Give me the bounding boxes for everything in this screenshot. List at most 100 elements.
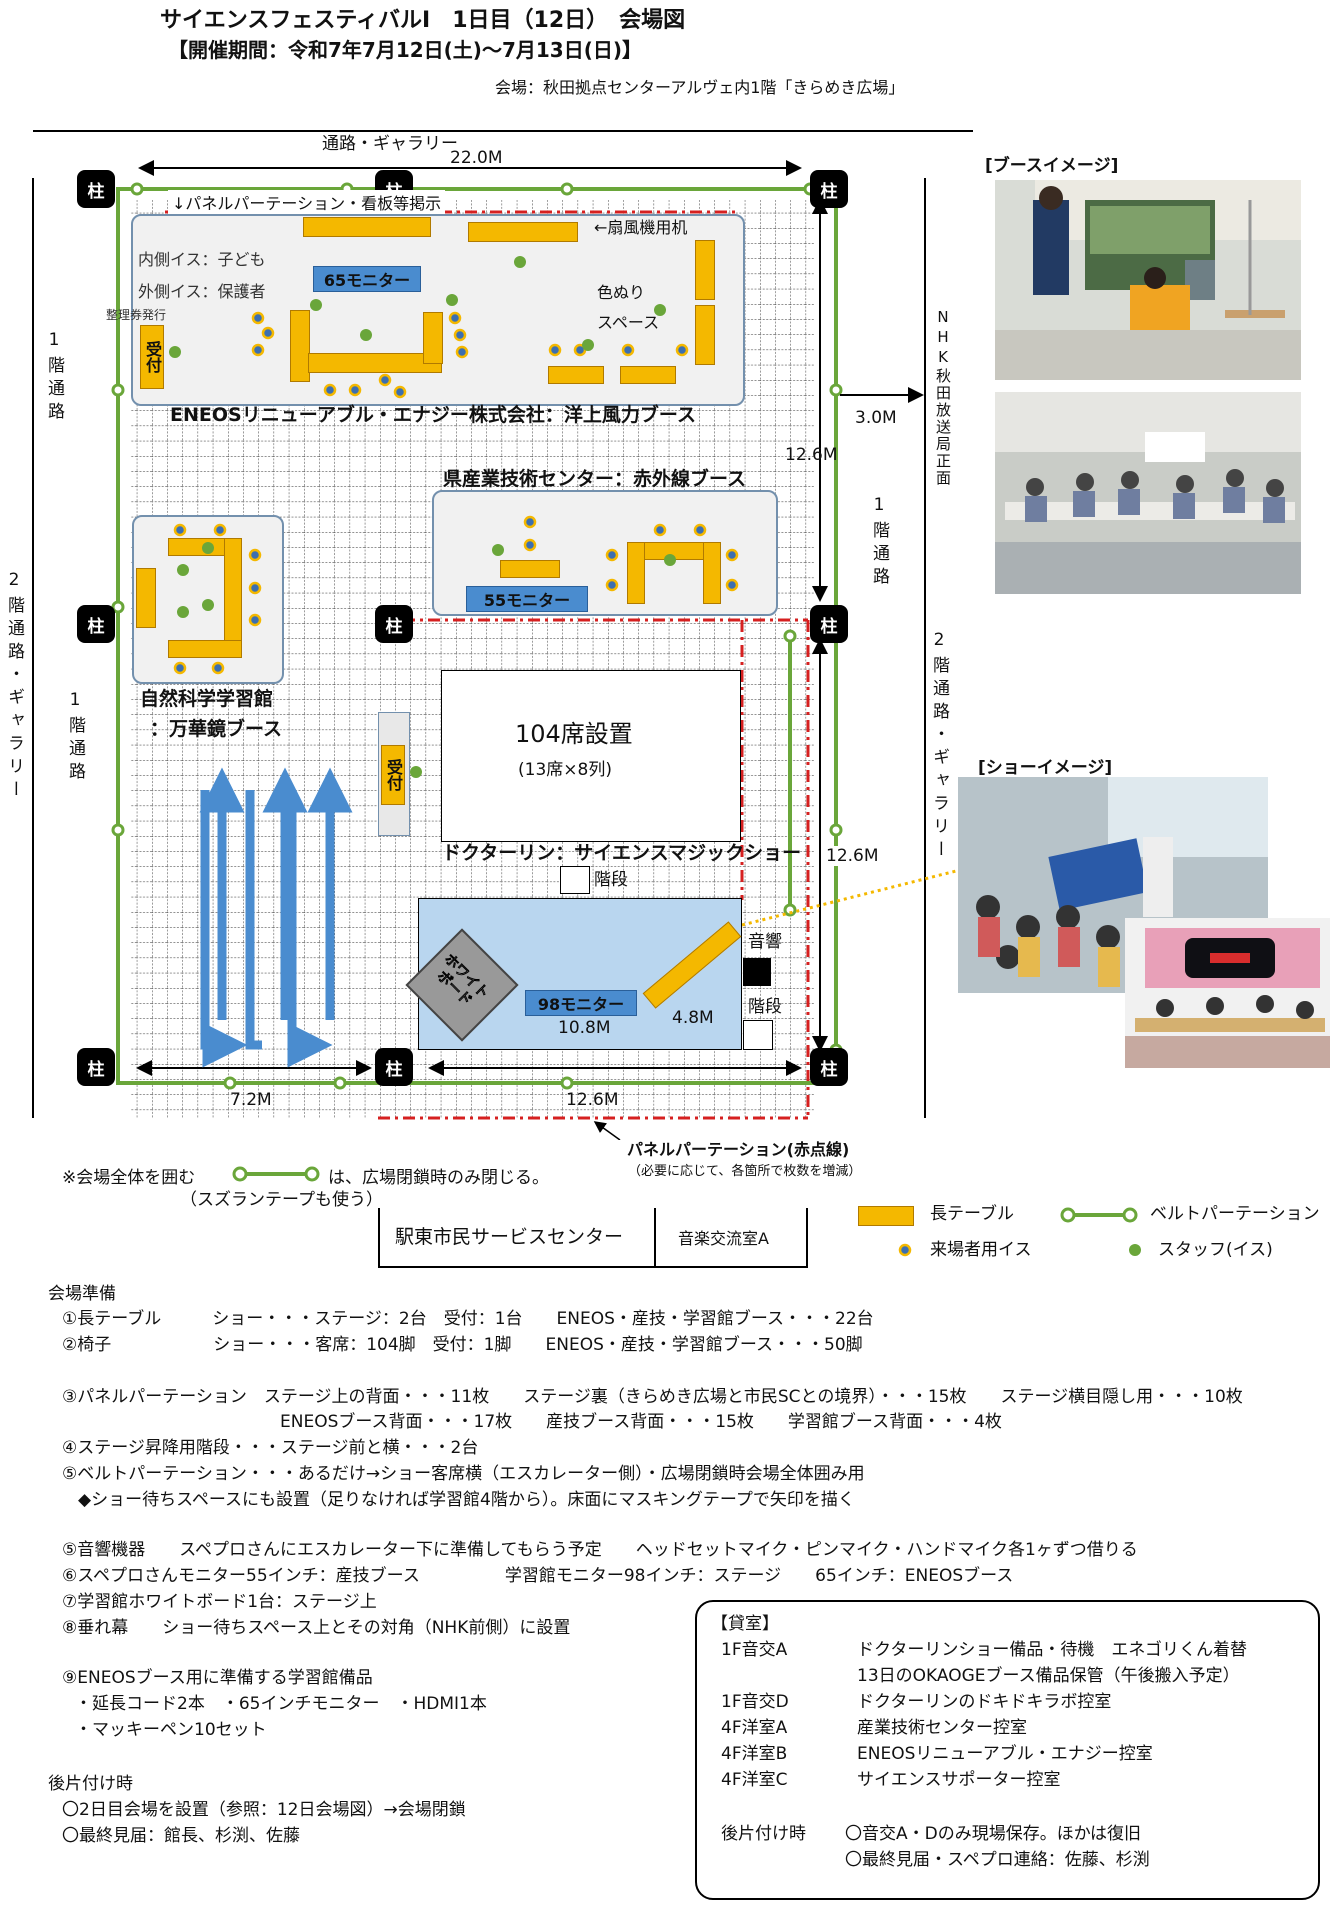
prep-line-11: ⑧垂れ幕 ショー待ちスペース上とその対角（NHK前側）に設置 xyxy=(62,1618,571,1638)
prep-line-3: ③パネルパーテーション ステージ上の背面・・・11枚 ステージ裏（きらめき広場と… xyxy=(62,1387,1243,1407)
long-table xyxy=(703,542,721,604)
queue-arrows xyxy=(199,767,353,1068)
dim-22m-label: 22.0M xyxy=(450,148,503,168)
corridor-2f-right: 2階通路・ギャラリー xyxy=(929,630,949,863)
long-table xyxy=(627,542,645,604)
show-image-title: [ショーイメージ] xyxy=(978,758,1113,778)
eneos-inner-chairs: 内側イス：子ども xyxy=(138,250,266,269)
room-bottom-line xyxy=(378,1266,808,1268)
prep-line-9: ⑥スペプロさんモニター55インチ：産技ブース 学習館モニター98インチ：ステージ… xyxy=(62,1566,1014,1586)
long-table xyxy=(620,366,676,384)
dim-126m-label-lower: 12.6M xyxy=(826,846,879,867)
long-table xyxy=(695,240,715,300)
prep-line-13: ・延長コード2本 ・65インチモニター ・HDMI1本 xyxy=(75,1694,487,1714)
corridor-2f-left: 2階通路・ギャラリー xyxy=(4,570,24,803)
corridor-1f-left-top: 1階通路 xyxy=(44,330,64,425)
sound-equipment xyxy=(743,958,771,986)
museum-booth-name-2: ：万華鏡ブース xyxy=(150,718,283,740)
stairs-side-label: 階段 xyxy=(748,997,782,1017)
pillar-mc: 柱 xyxy=(375,605,413,643)
rental-room-6: 4F洋室C xyxy=(721,1770,788,1790)
prep-line-5: ④ステージ昇降用階段・・・ステージ前と横・・・2台 xyxy=(62,1438,479,1458)
prep-line-8: ⑤音響機器 スペプロさんにエスカレーター下に準備してもらう予定 ヘッドセットマイ… xyxy=(62,1540,1138,1560)
panel-note-sub: （必要に応じて、各箇所で枚数を増減） xyxy=(628,1164,862,1179)
after-line-2: 〇最終見届：館長、杉渕、佐藤 xyxy=(62,1826,300,1846)
eneos-reception: 受付 xyxy=(140,325,164,389)
booth-photo-1 xyxy=(995,180,1301,380)
legend-table-swatch xyxy=(858,1206,914,1226)
show-name: ドクターリン：サイエンスマジックショー xyxy=(442,842,802,864)
eneos-booth xyxy=(131,214,745,406)
rental-use-4: 産業技術センター控室 xyxy=(857,1718,1027,1738)
rental-room-1: 1F音交A xyxy=(721,1640,788,1660)
panel-note-top: ↓パネルパーテーション・看板等掲示 xyxy=(168,190,446,214)
long-table xyxy=(500,560,560,578)
prep-line-2: ②椅子 ショー・・・客席：104脚 受付：1脚 ENEOS・産技・学習館ブース・… xyxy=(62,1335,863,1355)
room-divider-left xyxy=(378,1208,380,1268)
corridor-1f-right: 1階通路 xyxy=(869,495,889,590)
dim-108m-label: 10.8M xyxy=(558,1018,611,1038)
dim-3m-label: 3.0M xyxy=(855,408,897,428)
rental-box: 【貸室】 1F音交A ドクターリンショー備品・待機 エネゴリくん着替 13日のO… xyxy=(695,1600,1320,1900)
museum-booth-name-1: 自然科学学習館 xyxy=(140,688,274,710)
legend-long-table: 長テーブル xyxy=(930,1204,1014,1224)
stairs-front-label: 階段 xyxy=(594,870,628,890)
booth-photo-2 xyxy=(995,392,1301,594)
rental-after-2: 〇最終見届・スペプロ連絡：佐藤、杉渕 xyxy=(845,1850,1150,1870)
legend-staff-chair: スタッフ(イス) xyxy=(1158,1240,1273,1260)
fan-note: ←扇風機用机 xyxy=(594,218,688,237)
chair-dots xyxy=(169,256,739,778)
legend-visitor-chair: 来場者用イス xyxy=(930,1240,1032,1260)
booth-image-title: [ブースイメージ] xyxy=(985,156,1119,176)
room-divider-mid xyxy=(654,1208,656,1268)
dim-126m-label-upper: 12.6M xyxy=(785,445,838,465)
rental-use-2: 13日のOKAOGEブース備品保管（午後搬入予定） xyxy=(857,1666,1240,1686)
pillar-tr: 柱 xyxy=(810,170,848,208)
top-line xyxy=(33,130,973,132)
dim-126m-label-bottom: 12.6M xyxy=(566,1090,619,1110)
venue: 会場：秋田拠点センターアルヴェ内1階「きらめき広場」 xyxy=(495,78,905,97)
sound-label: 音響 xyxy=(748,932,782,952)
show-reception: 受付 xyxy=(381,745,405,805)
dim-72m-label: 7.2M xyxy=(230,1090,272,1110)
prep-line-4: ENEOSブース背面・・・17枚 産技ブース背面・・・15枚 学習館ブース背面・… xyxy=(280,1412,1002,1432)
seat-layout: (13席×8列) xyxy=(518,760,612,780)
rental-room-3: 1F音交D xyxy=(721,1692,789,1712)
rental-use-1: ドクターリンショー備品・待機 エネゴリくん着替 xyxy=(857,1640,1247,1660)
tech-booth-name: 県産業技術センター：赤外線ブース xyxy=(443,468,747,490)
room-east-center: 駅東市民サービスセンター xyxy=(395,1226,624,1248)
rental-use-6: サイエンスサポーター控室 xyxy=(857,1770,1061,1790)
room-divider-right xyxy=(806,1208,808,1268)
ticket-issue: 整理券発行 xyxy=(106,308,167,322)
legend-staff-chair-icon xyxy=(1129,1244,1141,1256)
rental-room-5: 4F洋室B xyxy=(721,1744,788,1764)
pillar-bl: 柱 xyxy=(77,1048,115,1086)
belt-note-3: （スズランテープも使う） xyxy=(180,1190,383,1210)
seat-count: 104席設置 xyxy=(515,720,633,748)
pillar-mr: 柱 xyxy=(810,605,848,643)
coloring-space-2: スペース xyxy=(597,313,660,332)
long-table xyxy=(423,312,443,364)
pillar-br: 柱 xyxy=(810,1048,848,1086)
dim-48m-label: 4.8M xyxy=(672,1008,714,1028)
panel-callout-arrow xyxy=(593,1121,621,1140)
legend-visitor-chair-icon xyxy=(898,1243,912,1257)
long-table xyxy=(290,310,310,382)
prep-line-6: ⑤ベルトパーテーション・・・あるだけ→ショー客席横（エスカレーター側）・広場閉鎖… xyxy=(62,1464,865,1484)
prep-line-1: ①長テーブル ショー・・・ステージ：2台 受付：1台 ENEOS・産技・学習館ブ… xyxy=(62,1309,874,1329)
eneos-outer-chairs: 外側イス：保護者 xyxy=(138,282,266,301)
show-photo-2 xyxy=(1125,918,1330,1068)
stairs-front xyxy=(560,866,590,894)
page-title: サイエンスフェスティバルⅠ 1日目（12日） 会場図 xyxy=(160,8,686,33)
rental-title: 【貸室】 xyxy=(711,1614,779,1634)
prep-line-7: ◆ショー待ちスペースにも設置（足りなければ学習館4階から）。床面にマスキングテー… xyxy=(78,1490,855,1510)
rental-use-5: ENEOSリニューアブル・エナジー控室 xyxy=(857,1744,1153,1764)
rental-after-label: 後片付け時 xyxy=(721,1824,806,1844)
belt-note-1: ※会場全体を囲む xyxy=(62,1168,196,1188)
legend-belt-icon xyxy=(1060,1207,1138,1223)
audience-seats xyxy=(441,670,741,842)
long-table xyxy=(695,305,715,365)
top-corridor: 通路・ギャラリー xyxy=(322,134,458,154)
corridor-1f-left: 1階通路 xyxy=(65,690,85,785)
long-table xyxy=(548,366,604,384)
